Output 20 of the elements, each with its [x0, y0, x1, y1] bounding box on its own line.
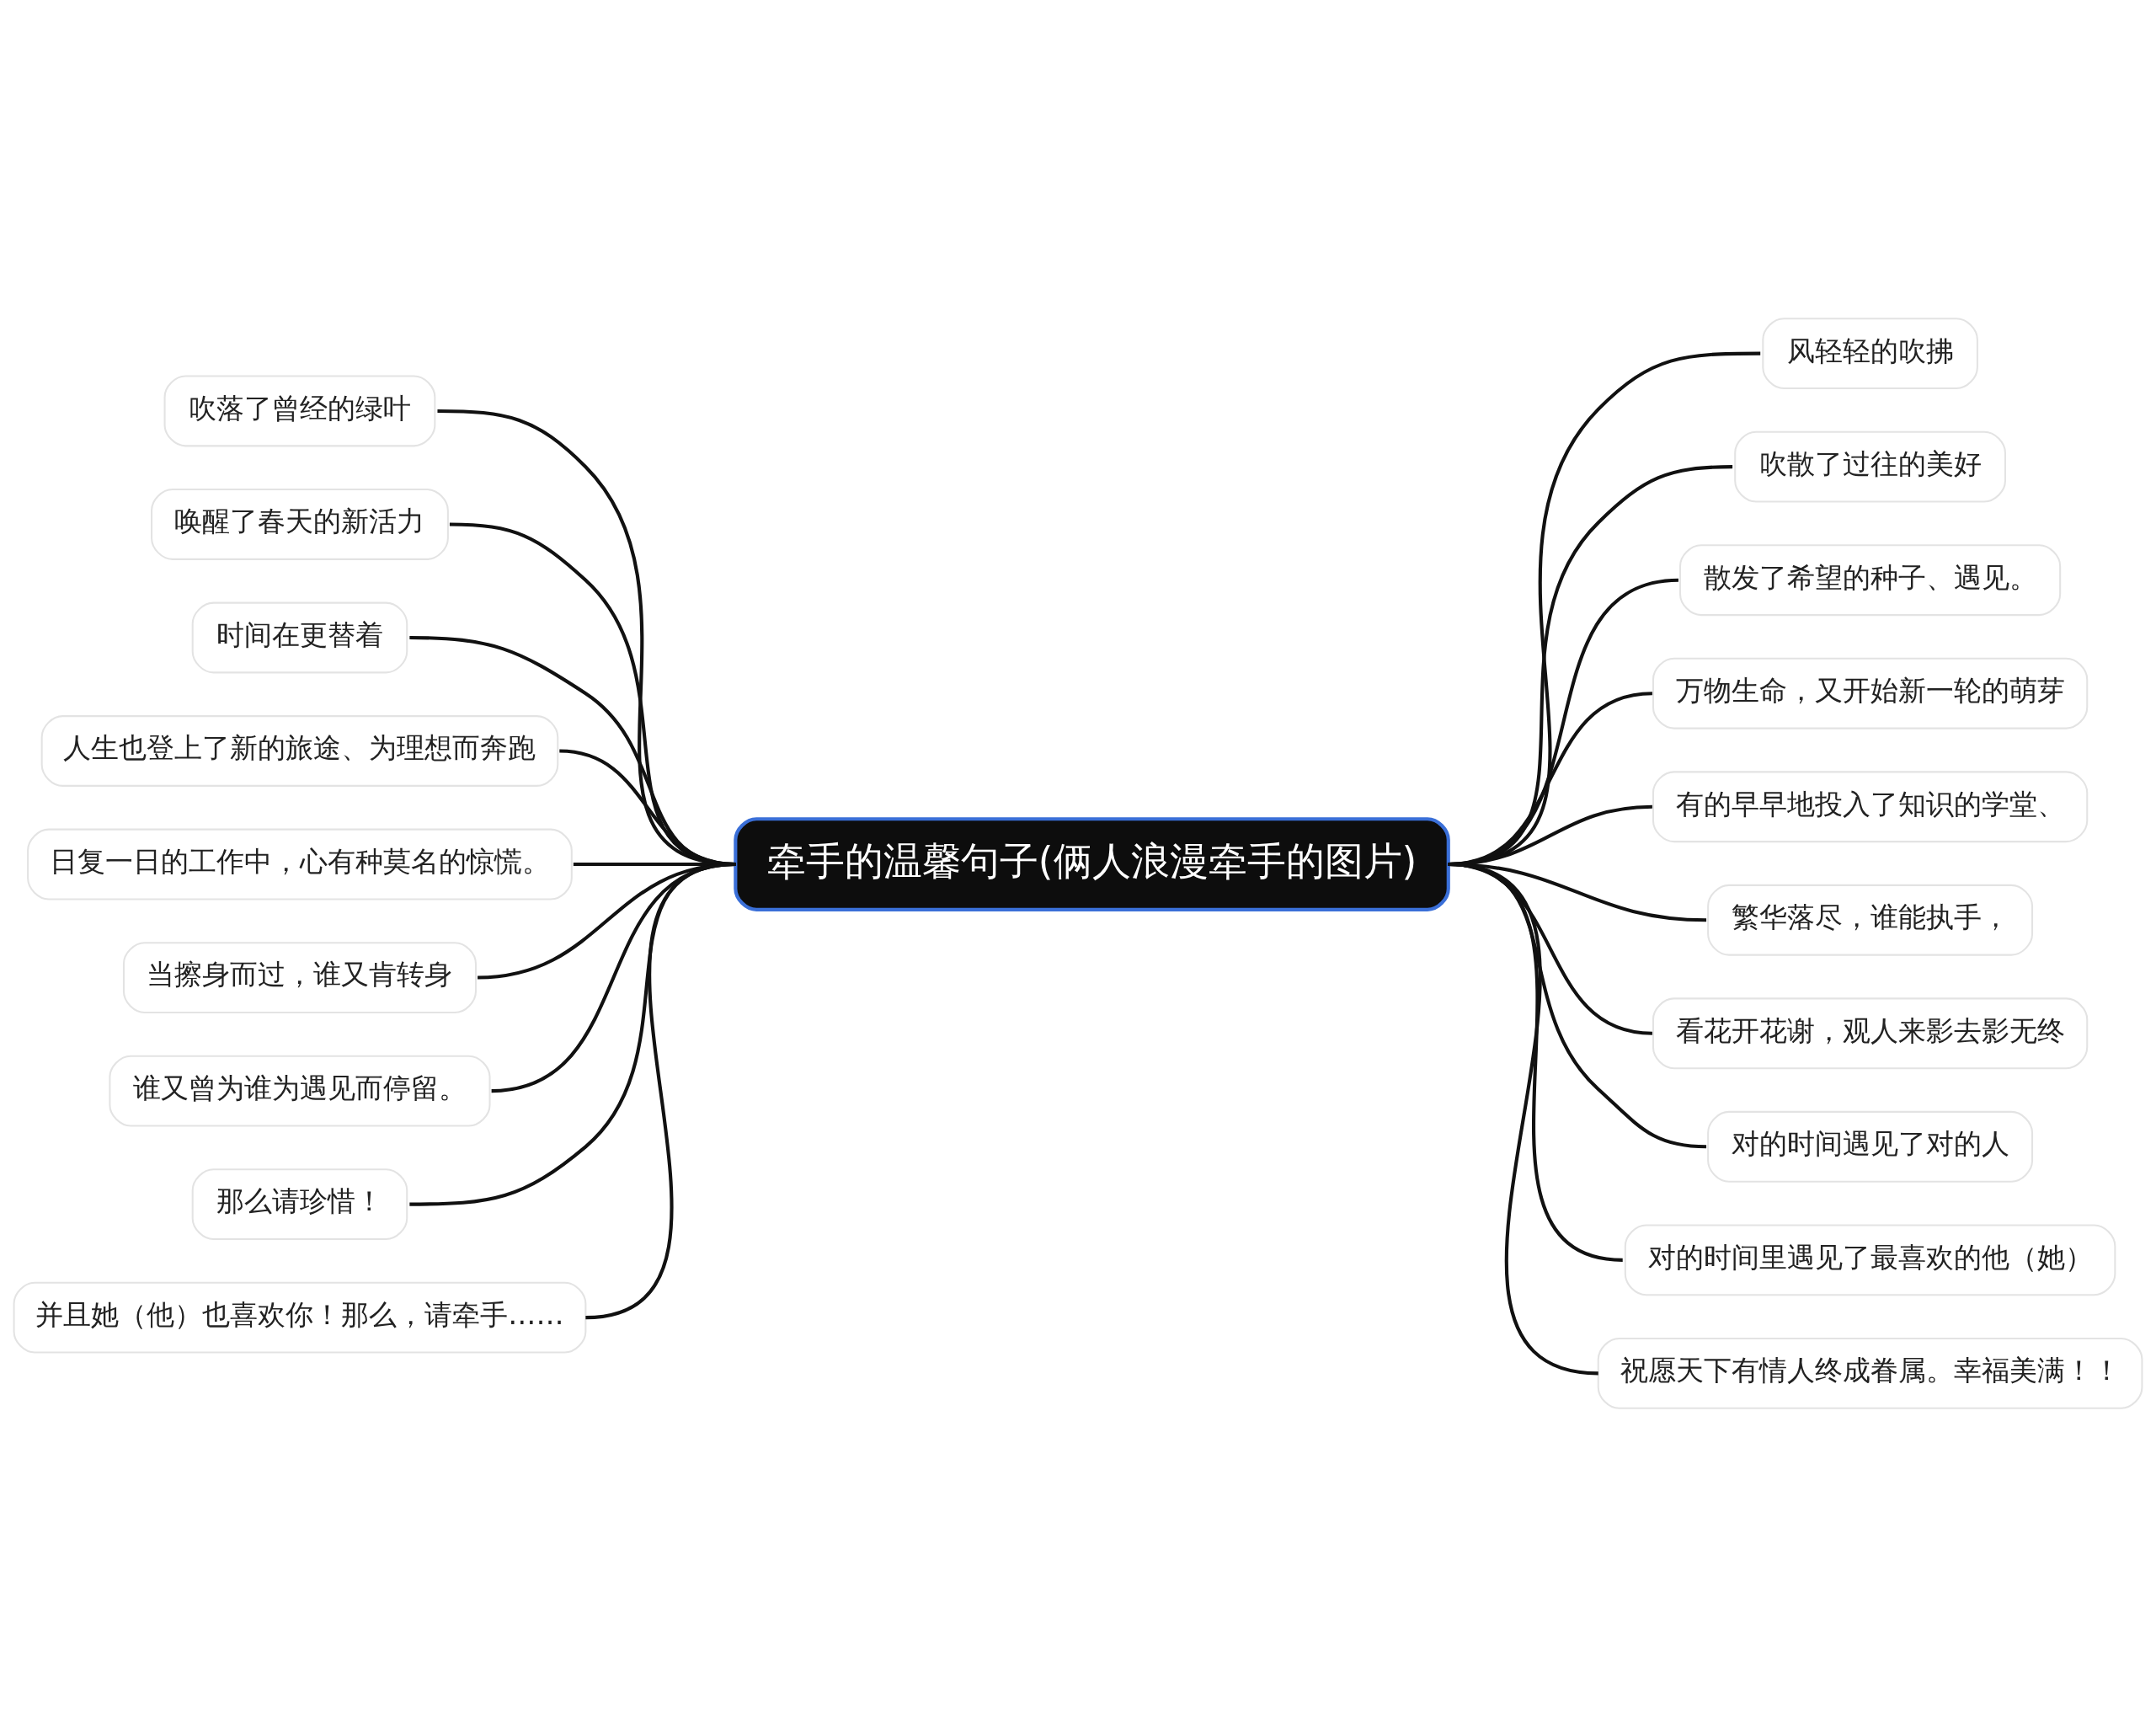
node-box: 牵手的温馨句子(俩人浪漫牵手的图片) — [734, 816, 1450, 911]
node-box: 看花开花谢，观人来影去影无终 — [1652, 997, 2089, 1069]
node-box: 祝愿天下有情人终成眷属。幸福美满！！ — [1597, 1337, 2143, 1409]
node-box: 散发了希望的种子、遇见。 — [1679, 543, 2062, 616]
node-box: 有的早早地投入了知识的学堂、 — [1652, 770, 2089, 842]
node-box: 那么请珍惜！ — [191, 1168, 408, 1240]
node-box: 唤醒了春天的新活力 — [151, 488, 449, 560]
node-box: 日复一日的工作中，心有种莫名的惊慌。 — [27, 828, 573, 900]
node-box: 当擦身而过，谁又肯转身 — [122, 941, 477, 1013]
node-box: 时间在更替着 — [191, 601, 408, 673]
node-box: 人生也登上了新的旅途、为理想而奔跑 — [40, 714, 559, 787]
node-box: 对的时间遇见了对的人 — [1707, 1110, 2034, 1183]
node-box: 谁又曾为谁为遇见而停留。 — [109, 1055, 491, 1126]
node-box: 吹落了曾经的绿叶 — [163, 375, 436, 446]
node-box: 吹散了过往的美好 — [1734, 430, 2006, 503]
node-box: 万物生命，又开始新一轮的萌芽 — [1652, 657, 2089, 729]
node-box: 对的时间里遇见了最喜欢的他（她） — [1624, 1223, 2116, 1296]
node-box: 风轻轻的吹拂 — [1762, 317, 1978, 389]
node-box: 繁华落尽，谁能执手， — [1707, 884, 2034, 956]
node-box: 并且她（他）也喜欢你！那么，请牵手…… — [13, 1281, 587, 1354]
